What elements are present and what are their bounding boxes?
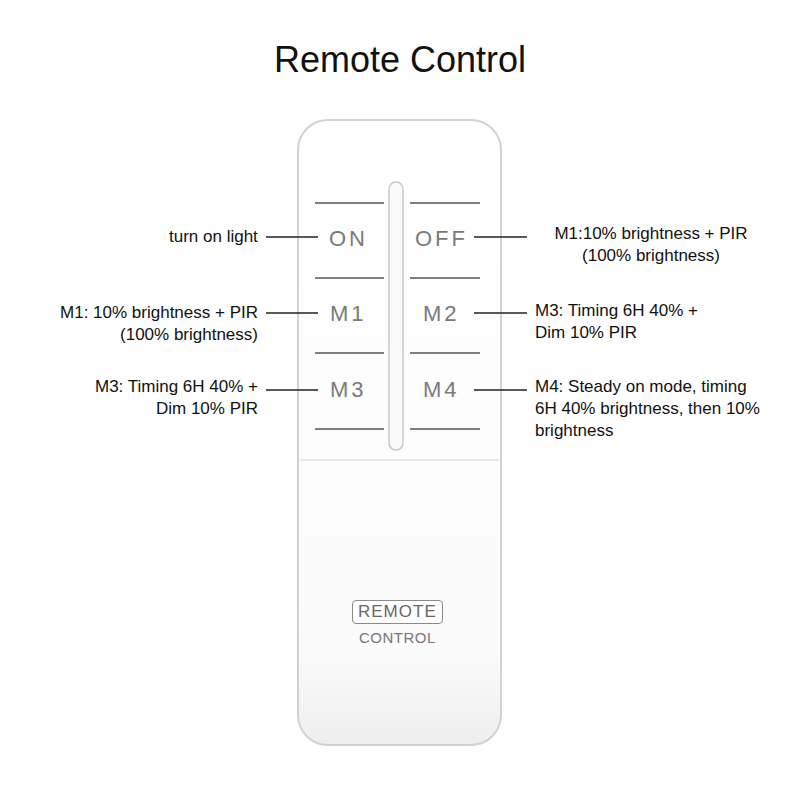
button-label: M3 xyxy=(330,377,367,403)
panel-edge xyxy=(300,459,499,461)
diagram-title: Remote Control xyxy=(274,39,526,81)
logo-text: CONTROL xyxy=(359,627,436,649)
function-note: M1:10% brightness + PIR (100% brightness… xyxy=(535,223,767,267)
button-label: M1 xyxy=(330,301,367,327)
logo-box: REMOTE xyxy=(352,600,443,624)
button-label: M4 xyxy=(423,377,460,403)
button-dividers xyxy=(315,203,480,429)
button-label: OFF xyxy=(415,226,468,252)
remote-body xyxy=(298,120,501,745)
button-label: M2 xyxy=(423,301,460,327)
function-note: M4: Steady on mode, timing 6H 40% bright… xyxy=(535,376,760,442)
button-label: ON xyxy=(329,226,368,252)
function-note: turn on light xyxy=(169,226,258,248)
function-note: M3: Timing 6H 40% + Dim 10% PIR xyxy=(535,300,720,344)
center-slot xyxy=(389,182,403,450)
leader-lines xyxy=(266,237,527,390)
logo-text: REMOTE xyxy=(358,602,437,622)
function-note: M1: 10% brightness + PIR (100% brightnes… xyxy=(26,302,258,346)
function-note: M3: Timing 6H 40% + Dim 10% PIR xyxy=(76,376,258,420)
